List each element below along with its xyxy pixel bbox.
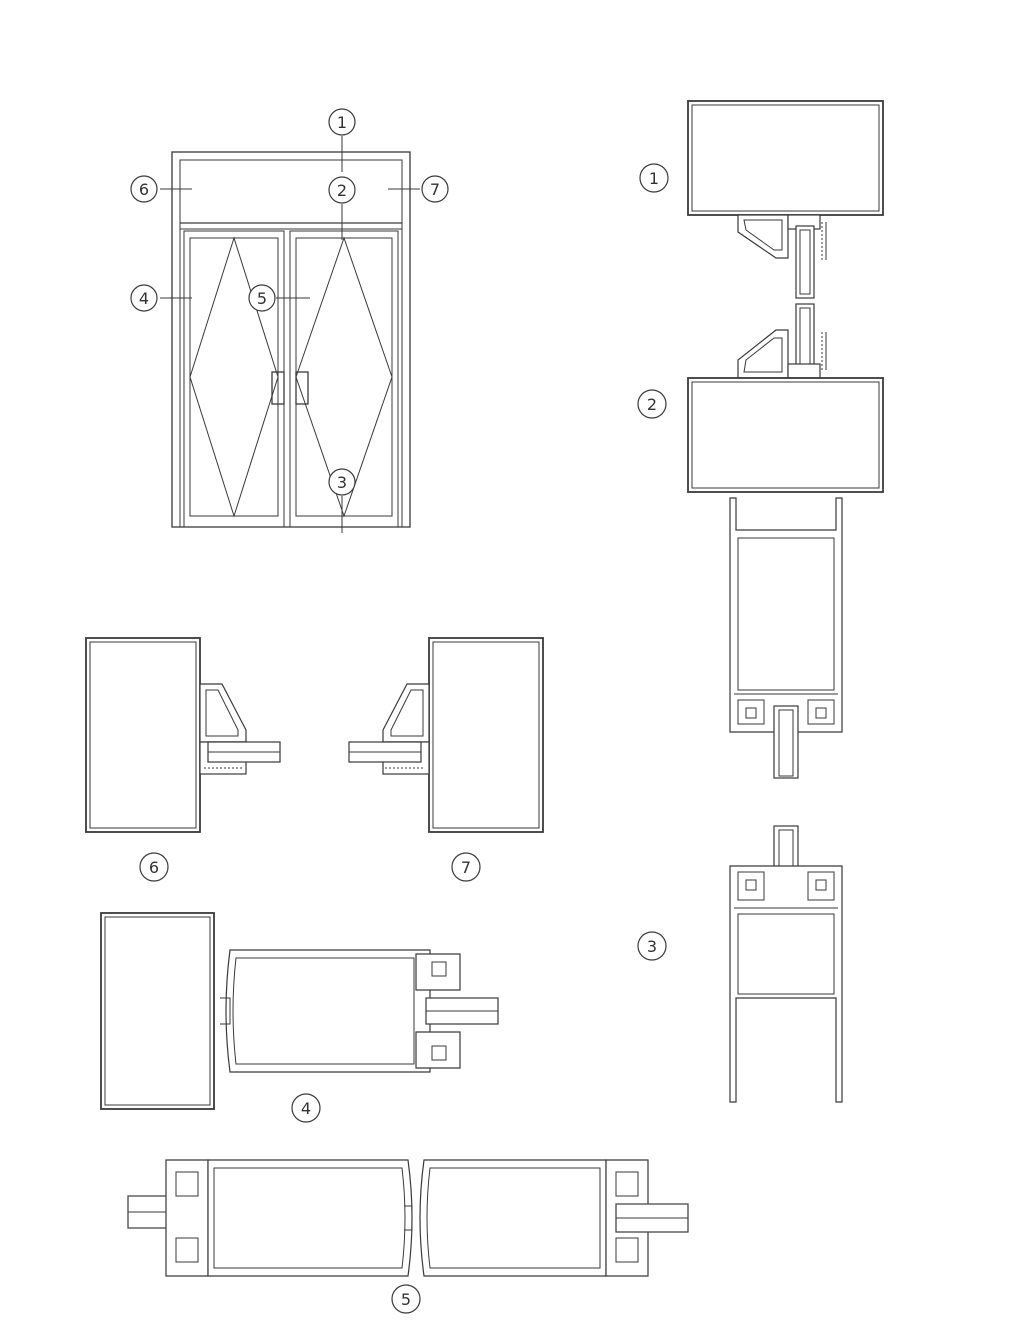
section-2-transom-bottom	[687, 303, 884, 493]
callout-7-section: 7	[451, 852, 481, 882]
svg-text:2: 2	[337, 181, 347, 200]
callout-3-section: 3	[637, 931, 667, 961]
svg-text:2: 2	[647, 395, 657, 414]
svg-text:5: 5	[257, 289, 267, 308]
handle-left	[271, 371, 285, 405]
callout-5-elevation: 5	[248, 284, 276, 312]
callout-6-section: 6	[139, 852, 169, 882]
callout-6-elevation: 6	[130, 175, 158, 203]
section-4-side-stile	[100, 912, 499, 1110]
svg-text:6: 6	[149, 858, 159, 877]
section-5-meeting-stiles	[127, 1159, 689, 1277]
section-6-left-jamb	[85, 637, 281, 833]
callout-2-section: 2	[637, 389, 667, 419]
svg-text:4: 4	[139, 289, 149, 308]
section-7-right-jamb	[348, 637, 544, 833]
svg-text:7: 7	[430, 180, 440, 199]
callout-5-section: 5	[391, 1284, 421, 1314]
svg-text:3: 3	[337, 473, 347, 492]
door-elevation	[160, 136, 420, 533]
callout-2-elevation: 2	[328, 176, 356, 204]
svg-text:3: 3	[647, 937, 657, 956]
section-3-bottom-rail	[729, 825, 843, 1103]
section-1-transom	[687, 100, 884, 299]
handle-right	[295, 371, 309, 405]
callout-4-elevation: 4	[130, 284, 158, 312]
svg-text:1: 1	[649, 169, 659, 188]
callout-1-elevation: 1	[328, 108, 356, 136]
callout-1-section: 1	[639, 163, 669, 193]
callout-3-elevation: 3	[328, 468, 356, 496]
svg-text:5: 5	[401, 1290, 411, 1309]
callout-4-section: 4	[291, 1093, 321, 1123]
svg-text:1: 1	[337, 113, 347, 132]
section-3-top-rail	[729, 497, 843, 779]
callout-7-elevation: 7	[421, 175, 449, 203]
svg-text:4: 4	[301, 1099, 311, 1118]
svg-text:7: 7	[461, 858, 471, 877]
svg-text:6: 6	[139, 180, 149, 199]
